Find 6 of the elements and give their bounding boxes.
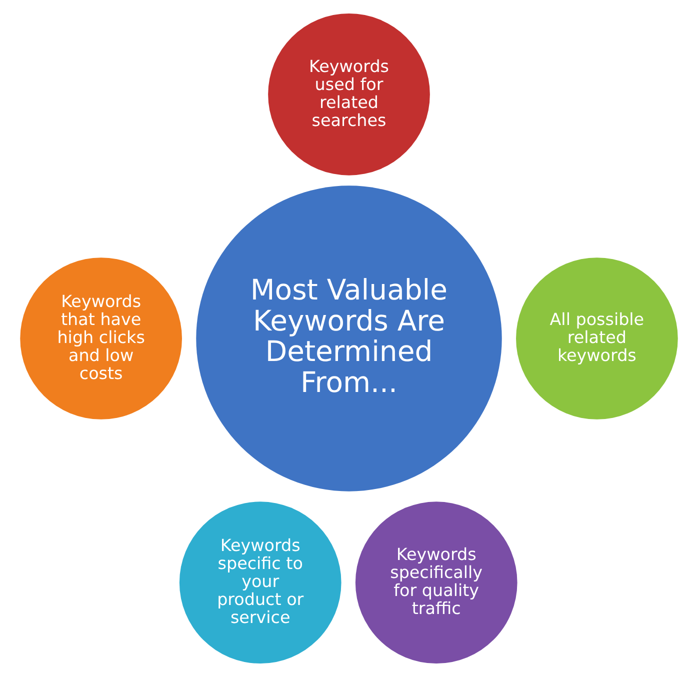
node-circle: Keywords that have high clicks and low costs (20, 258, 182, 420)
node-circle: Keywords specifically for quality traffic (355, 502, 518, 664)
node-circle: Most Valuable Keywords Are Determined From... (196, 186, 502, 492)
node-circle: Keywords used for related searches (268, 14, 430, 176)
node-circle: Keywords specific to your product or service (179, 502, 342, 664)
node-circle: All possible related keywords (516, 258, 678, 420)
